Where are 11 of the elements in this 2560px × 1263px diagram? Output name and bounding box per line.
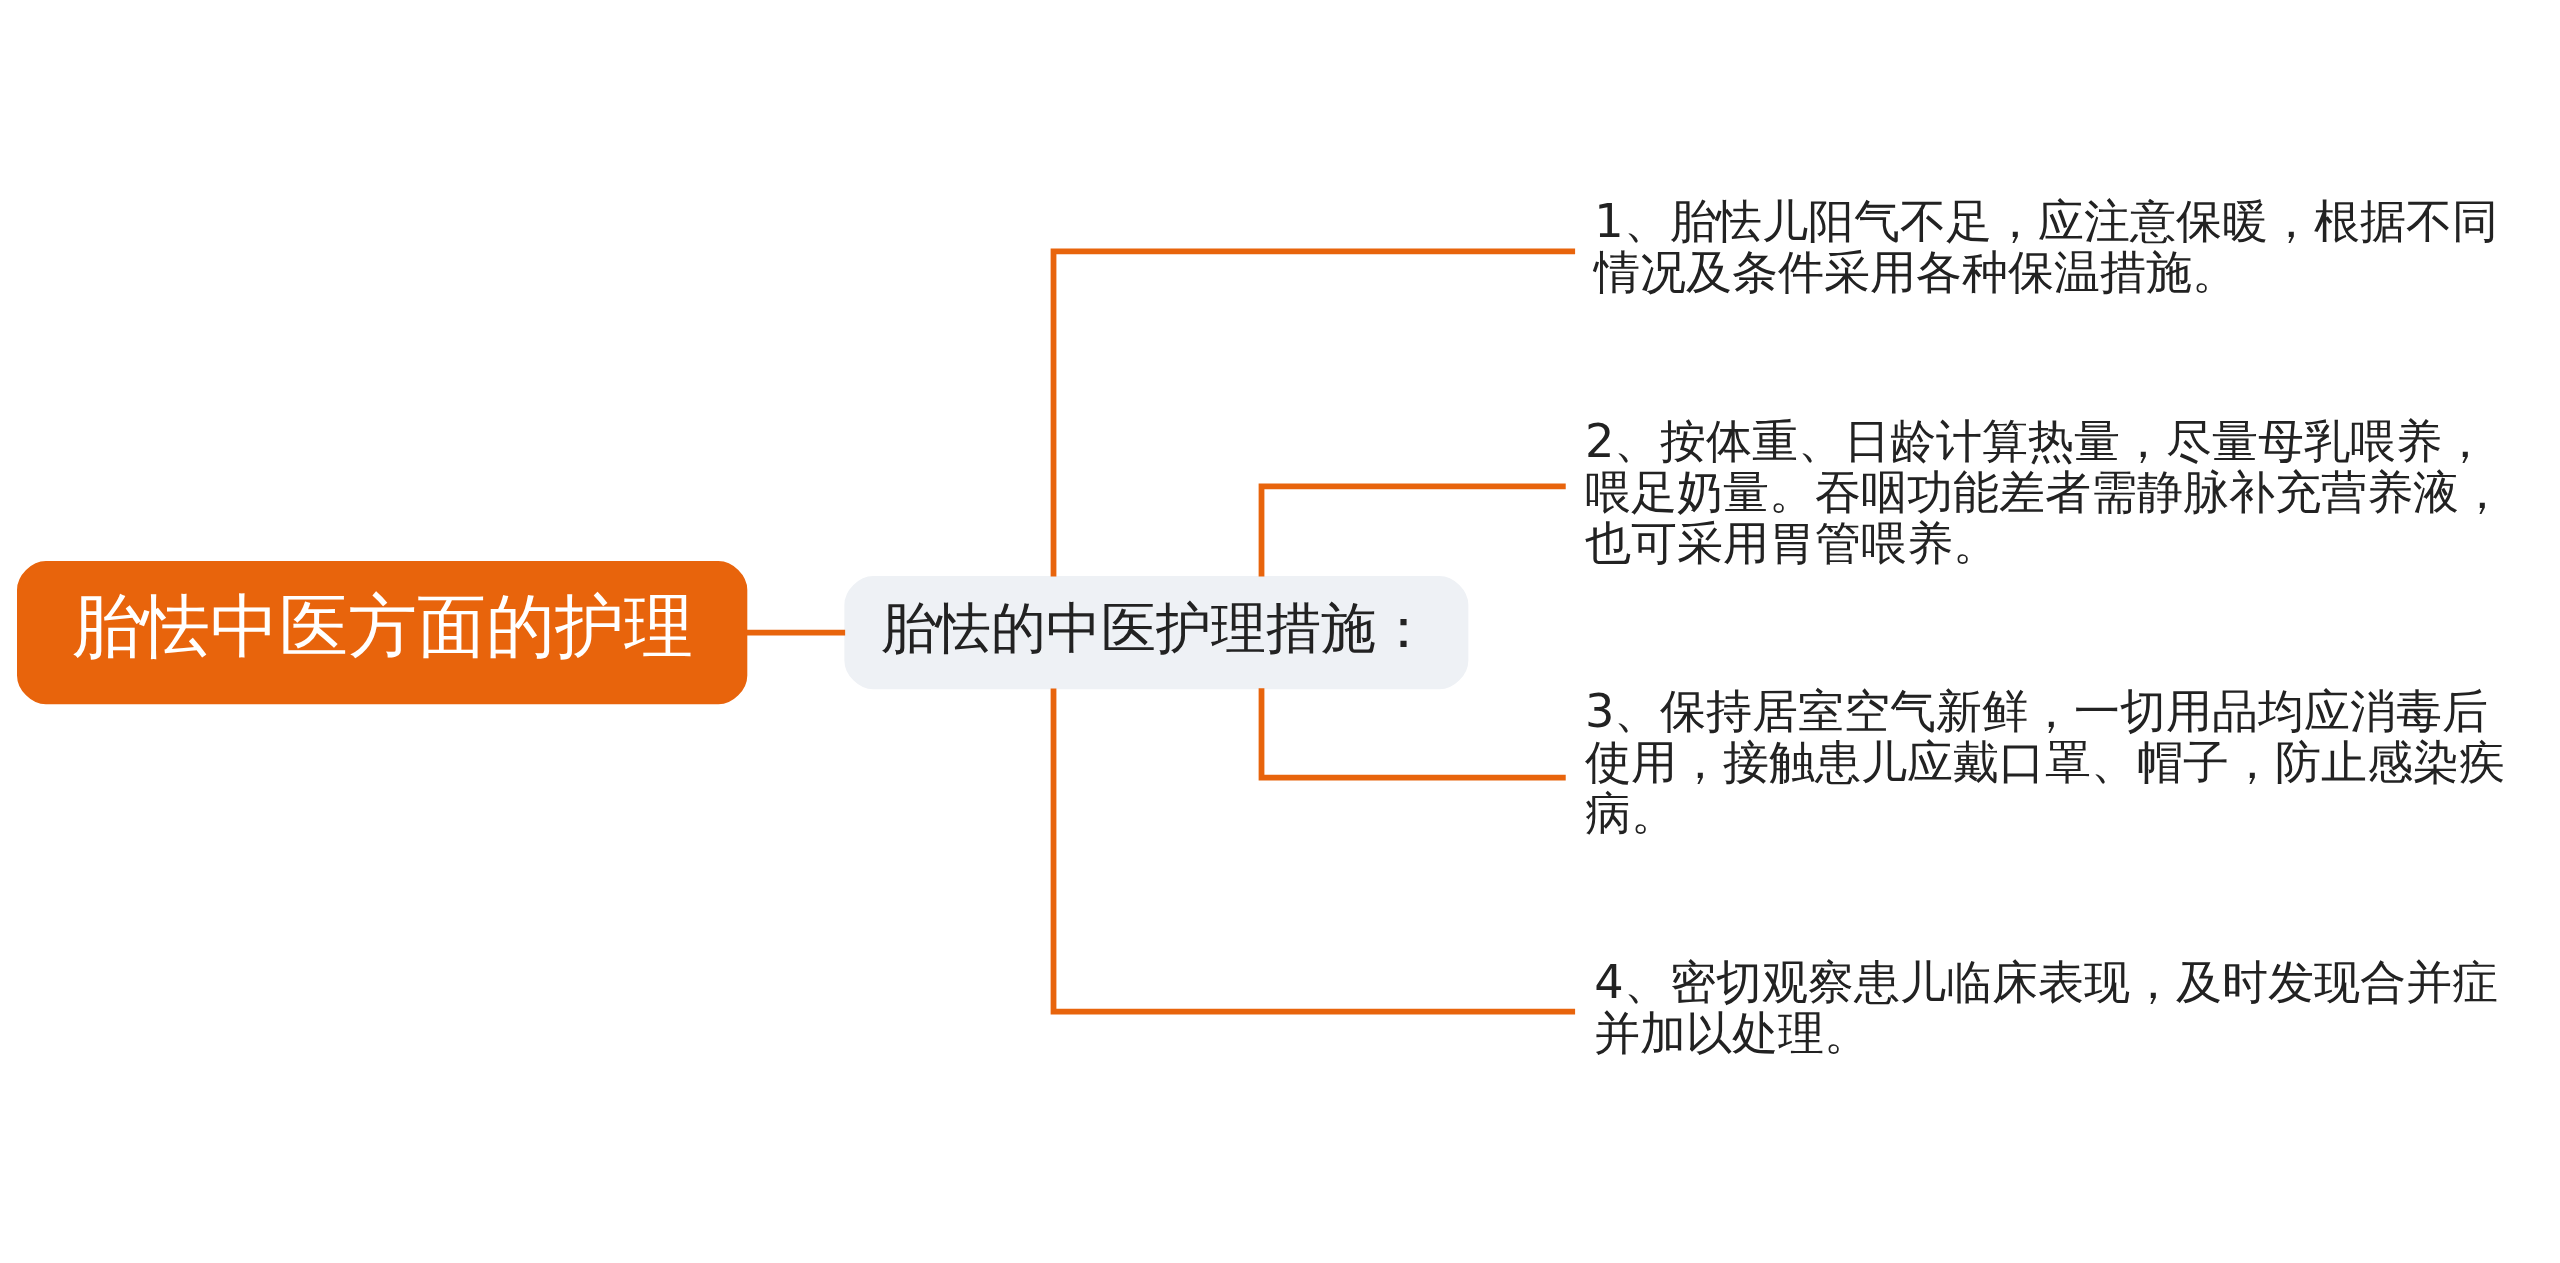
connector	[746, 629, 846, 636]
node-text: 4、密切观察患儿临床表现，及时发现合并症并加以处理。	[1594, 954, 2498, 1060]
connector	[1050, 688, 1576, 1015]
node-text: 1、胎怯儿阳气不足，应注意保暖，根据不同情况及条件采用各种保温措施。	[1594, 194, 2498, 300]
connector	[1258, 688, 1566, 781]
node-text: 3、保持居室空气新鲜，一切用品均应消毒后使用，接触患儿应戴口罩、帽子，防止感染疾病。	[1585, 684, 2506, 841]
connector	[1050, 248, 1576, 577]
node-text: 2、按体重、日龄计算热量，尽量母乳喂养，喂足奶量。吞咽功能差者需静脉补充营养液，也可采用胃管喂养。	[1585, 414, 2506, 570]
connector	[1258, 483, 1566, 577]
node-box: 胎怯中医方面的护理	[17, 561, 748, 705]
node-box: 胎怯的中医护理措施：	[844, 576, 1469, 690]
